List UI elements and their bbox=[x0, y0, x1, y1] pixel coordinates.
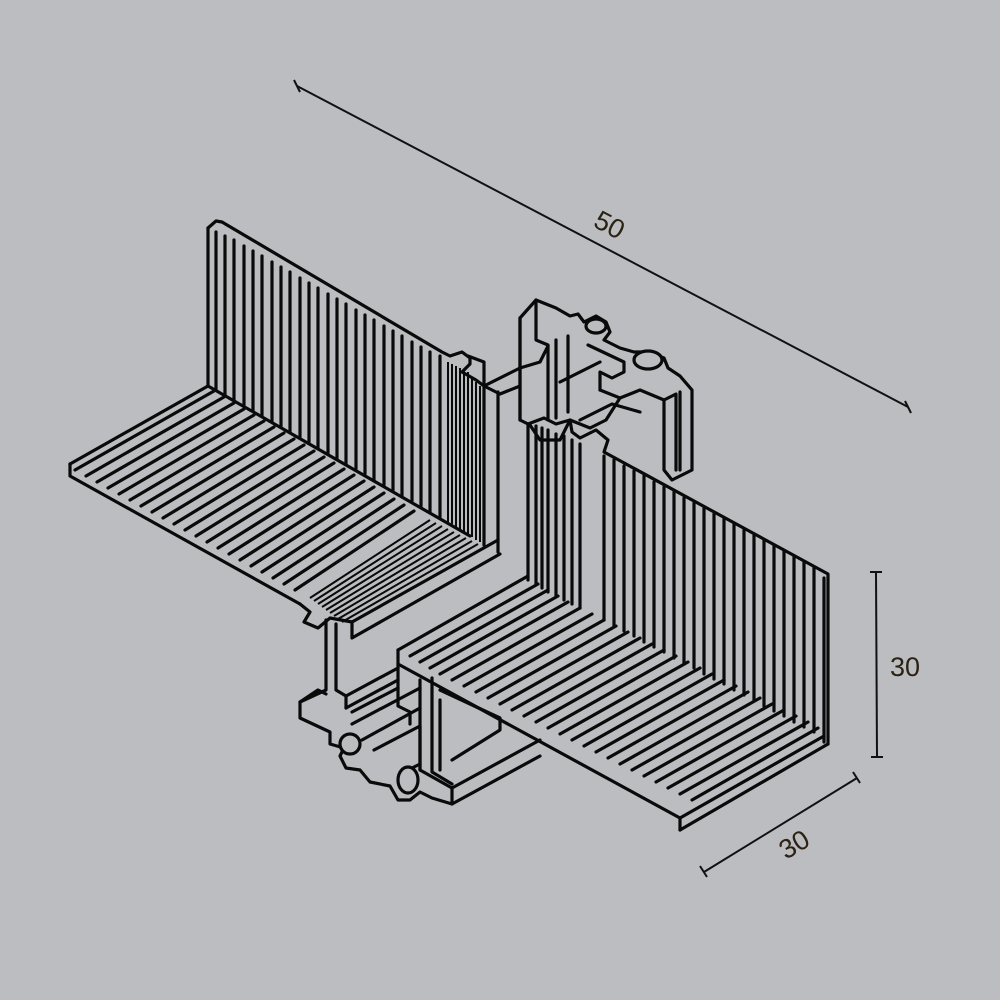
left-fin-wall bbox=[206, 219, 500, 554]
center-profile-bottom bbox=[298, 618, 542, 806]
dimension-width-label: 30 bbox=[774, 824, 815, 865]
center-profile-top bbox=[466, 298, 694, 482]
dimension-height-label: 30 bbox=[890, 652, 920, 682]
dimension-height: 30 bbox=[870, 571, 920, 758]
dimension-width: 30 bbox=[699, 771, 861, 878]
right-floor bbox=[396, 574, 830, 832]
dimension-length-label: 50 bbox=[589, 205, 630, 246]
left-floor bbox=[68, 384, 502, 640]
right-fin-wall bbox=[526, 416, 830, 746]
